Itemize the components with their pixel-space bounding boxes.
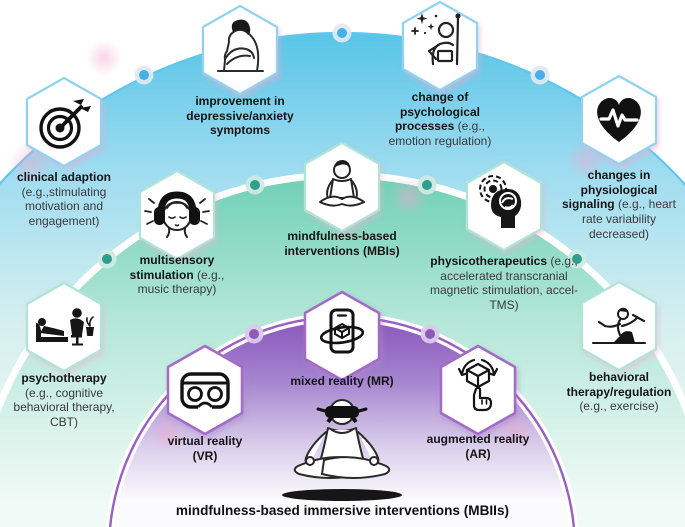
- node-detail: (e.g.,stimulating motivation and engagem…: [21, 184, 107, 228]
- figure-caption: mindfulness-based immersive intervention…: [175, 503, 510, 518]
- vr-goggles-icon: [166, 344, 244, 436]
- node-psychological-processes: change of psychological processes (e.g.,…: [389, 0, 491, 148]
- node-term: mindfulness-based interventions (MBIs): [284, 229, 400, 258]
- node-improvement-symptoms: improvement in depressive/anxiety sympto…: [186, 4, 294, 137]
- heart-pulse-icon: [580, 74, 658, 166]
- node-term: physicotherapeutics: [430, 254, 547, 268]
- node-term: clinical adaption: [16, 170, 112, 184]
- node-term: psychotherapy: [21, 371, 107, 385]
- node-physiological-signaling: changes in physiological signaling (e.g.…: [562, 74, 676, 241]
- node-detail: (e.g., cognitive behavioral therapy, CBT…: [13, 385, 115, 429]
- node-term: mixed reality (MR): [290, 374, 394, 388]
- node-term: multisensory stimulation: [129, 253, 215, 282]
- node-label: mindfulness-based interventions (MBIs): [267, 229, 417, 258]
- node-label: improvement in depressive/anxiety sympto…: [175, 94, 305, 138]
- node-term: augmented reality (AR): [426, 432, 530, 461]
- node-detail: (e.g., emotion regulation): [388, 119, 492, 148]
- sad-person-icon: [201, 4, 279, 96]
- node-mixed-reality: mixed reality (MR): [290, 290, 394, 388]
- empowered-person-icon: [401, 0, 479, 92]
- node-psychotherapy: psychotherapy (e.g., cognitive behaviora…: [13, 281, 115, 429]
- node-virtual-reality: virtual reality (VR): [165, 344, 245, 463]
- node-detail: (e.g., accelerated transcranial magnetic…: [429, 254, 579, 312]
- meditation-icon: [303, 141, 381, 233]
- hexagon: [201, 4, 279, 96]
- inner-arc-dots: [244, 324, 440, 344]
- node-clinical-adaption: clinical adaption (e.g.,stimulating moti…: [17, 76, 111, 228]
- node-physicotherapeutics: physicotherapeutics (e.g., accelerated t…: [430, 160, 578, 312]
- node-label: changes in physiological signaling (e.g.…: [553, 168, 685, 241]
- node-label: mixed reality (MR): [267, 374, 417, 389]
- node-term: improvement in depressive/anxiety sympto…: [186, 94, 294, 138]
- node-label: clinical adaption (e.g.,stimulating moti…: [6, 170, 122, 229]
- node-label: change of psychological processes (e.g.,…: [380, 90, 500, 149]
- node-term: behavioral therapy/regulation: [566, 370, 672, 399]
- node-detail: (e.g., music therapy): [137, 267, 225, 297]
- dartboard-target-icon: [25, 76, 103, 168]
- node-mindfulness-based-interventions: mindfulness-based interventions (MBIs): [284, 141, 400, 258]
- node-detail: (e.g., heart rate variability decreased): [581, 197, 677, 241]
- node-term: virtual reality (VR): [167, 434, 243, 463]
- mr-phone-icon: [303, 290, 381, 382]
- node-term: changes in physiological signaling: [561, 168, 658, 212]
- node-augmented-reality: augmented reality (AR): [427, 344, 529, 461]
- node-label: physicotherapeutics (e.g., accelerated t…: [425, 254, 583, 313]
- headphones-person-icon: [138, 169, 216, 261]
- middle-arc-dots: [97, 175, 587, 269]
- node-label: augmented reality (AR): [422, 432, 534, 461]
- outer-arc-dots: [134, 23, 550, 85]
- node-detail: (e.g., exercise): [579, 399, 659, 414]
- node-label: psychotherapy (e.g., cognitive behaviora…: [12, 371, 116, 430]
- hexagon: [401, 0, 479, 92]
- hexagon: [25, 281, 103, 373]
- node-label: multisensory stimulation (e.g., music th…: [116, 253, 238, 297]
- node-label: behavioral therapy/regulation (e.g., exe…: [552, 370, 685, 414]
- therapy-session-icon: [25, 281, 103, 373]
- tms-head-icon: [465, 160, 543, 252]
- node-label: virtual reality (VR): [159, 434, 251, 463]
- node-behavioral-therapy: behavioral therapy/regulation (e.g., exe…: [567, 280, 671, 413]
- pink-glows: [8, 40, 606, 452]
- meditator-vr-figure: [282, 399, 402, 501]
- exercise-person-icon: [580, 280, 658, 372]
- node-term: change of psychological processes: [394, 90, 481, 134]
- node-multisensory-stimulation: multisensory stimulation (e.g., music th…: [130, 169, 224, 296]
- ar-cube-hand-icon: [439, 344, 517, 436]
